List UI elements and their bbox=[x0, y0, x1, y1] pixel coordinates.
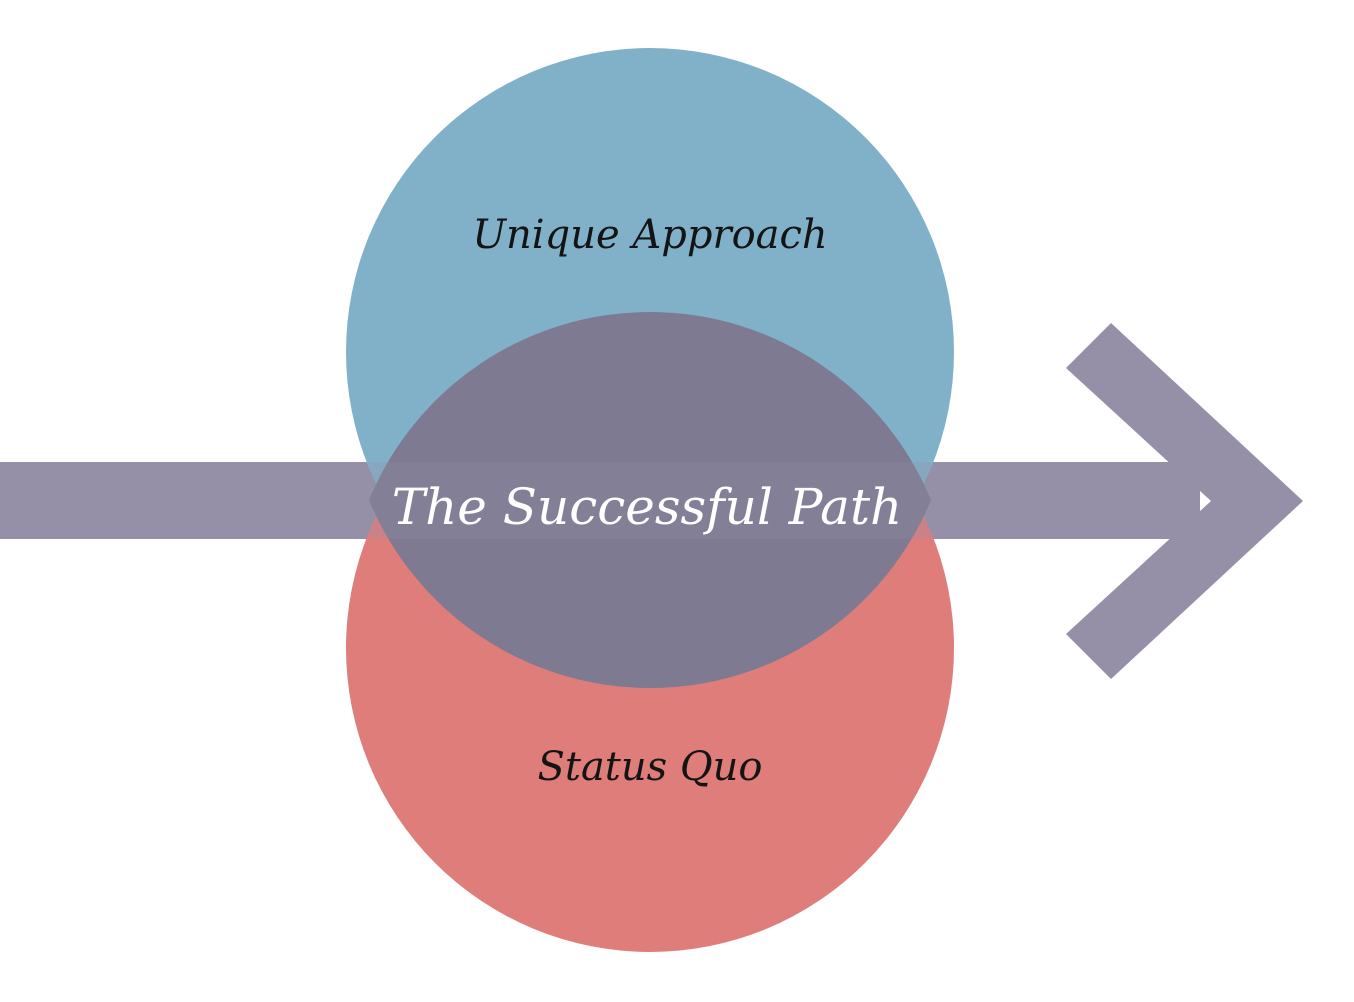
arrow-head bbox=[1066, 323, 1303, 679]
unique-approach-label: Unique Approach bbox=[472, 212, 827, 258]
status-quo-label: Status Quo bbox=[537, 744, 762, 790]
successful-path-label: The Successful Path bbox=[392, 478, 903, 536]
arrow-through-overlap bbox=[369, 462, 931, 539]
overlap-lens bbox=[369, 311, 931, 689]
